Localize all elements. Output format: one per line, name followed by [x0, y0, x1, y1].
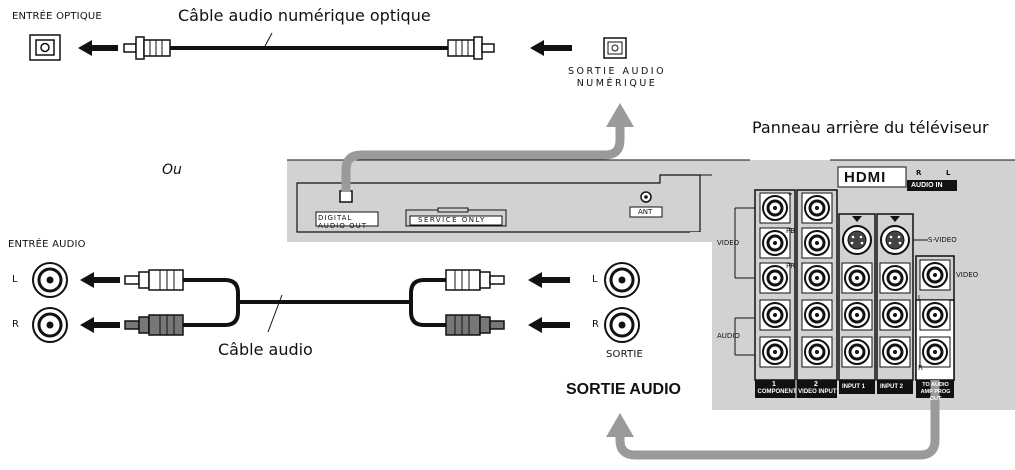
panel-ant-label: ANT: [638, 208, 653, 216]
panel-r-small: R: [918, 364, 923, 372]
panel-service-only-label: SERVICE ONLY: [418, 216, 486, 224]
rca-plug-right-r: [445, 314, 505, 336]
panel-audio-in-label: AUDIO IN: [911, 182, 943, 189]
panel-video-label: VIDEO: [717, 239, 740, 247]
digital-audio-out-port: [603, 37, 627, 59]
optical-input-label: ENTRÉE OPTIQUE: [12, 11, 102, 22]
audio-input-r-label: R: [12, 319, 20, 330]
panel-input-1-label: INPUT 1: [842, 384, 866, 390]
digital-audio-out-label-2: NUMÉRIQUE: [576, 78, 658, 89]
output-label: SORTIE: [606, 349, 644, 360]
panel-audio-in-r: R: [916, 169, 922, 177]
audio-input-jack-l: [31, 261, 69, 299]
panel-audio-label: AUDIO: [717, 332, 740, 340]
digital-audio-out-label-1: SORTIE AUDIO: [567, 66, 667, 77]
tv-rear-panel-label: Panneau arrière du téléviseur: [752, 118, 989, 137]
audio-cable-label: Câble audio: [218, 340, 313, 359]
audio-output-label: SORTIE AUDIO: [566, 381, 681, 398]
optical-input-arrow: [78, 40, 118, 56]
panel-pb-label: PB: [786, 227, 796, 235]
tv-panel-upper: [287, 160, 727, 242]
panel-input-2-label: INPUT 2: [880, 384, 904, 390]
audio-input-label: ENTRÉE AUDIO: [8, 239, 86, 250]
gray-arrow-audio: [615, 380, 940, 460]
audio-input-arrow-r: [80, 317, 120, 333]
panel-comp-1: 1: [772, 381, 776, 388]
rca-plug-left-r: [124, 314, 184, 336]
audio-output-l-label: L: [592, 274, 598, 285]
optical-plug-right: [447, 36, 495, 60]
audio-cable-callout: [267, 294, 283, 333]
audio-input-arrow-l: [80, 272, 120, 288]
panel-audio-out-prog-label: TO AUDIO AMP PROG OUT: [920, 382, 951, 402]
optical-cable-callout: [264, 32, 273, 47]
panel-digital-audio-out-label: DIGITAL AUDIO OUT: [318, 214, 368, 230]
audio-output-jack-l: [603, 261, 641, 299]
panel-pr-label: PR: [786, 262, 796, 270]
rca-plug-left-l: [124, 269, 184, 291]
audio-output-r-label: R: [592, 319, 600, 330]
audio-output-arrow-r: [528, 317, 570, 333]
audio-output-arrow-l: [528, 272, 570, 288]
optical-plug-left: [123, 36, 171, 60]
gray-arrow-optical: [341, 125, 625, 192]
panel-digital-out-jack: [339, 190, 353, 203]
panel-comp-2: 2: [814, 381, 818, 388]
optical-output-arrow: [530, 40, 572, 56]
panel-y-label: Y: [788, 192, 793, 200]
optical-input-port: [29, 34, 61, 61]
panel-hdmi-label: HDMI: [844, 169, 887, 186]
rca-plug-right-l: [445, 269, 505, 291]
panel-audio-in-l: L: [946, 169, 951, 177]
panel-component-video-input-label: COMPONENT VIDEO INPUT: [757, 389, 837, 395]
audio-cable: [183, 278, 446, 327]
audio-input-l-label: L: [12, 274, 18, 285]
audio-output-jack-r: [603, 306, 641, 344]
panel-s-video-label: S-VIDEO: [928, 236, 957, 244]
or-label: Ou: [162, 162, 182, 178]
panel-l-small: L: [918, 294, 922, 302]
optical-cable-label: Câble audio numérique optique: [178, 6, 431, 25]
audio-input-jack-r: [31, 306, 69, 344]
panel-port-video-label: VIDEO: [956, 271, 979, 279]
